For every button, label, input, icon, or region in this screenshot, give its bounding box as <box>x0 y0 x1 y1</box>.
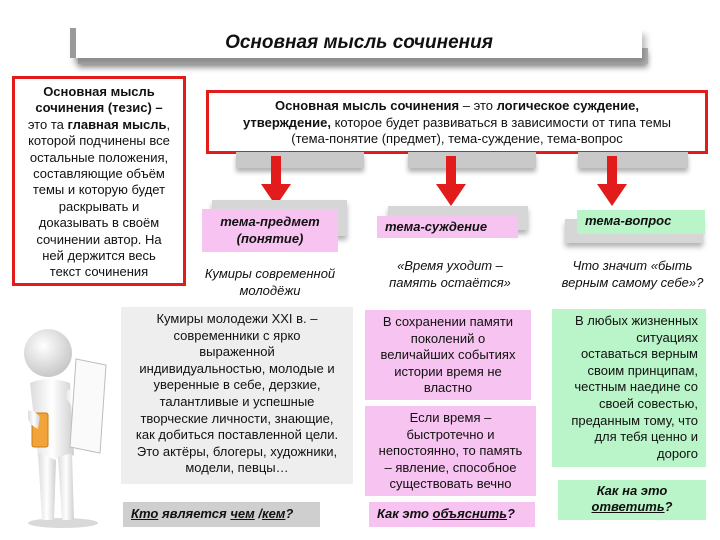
definition-line-2: утверждение, которое будет развиваться в… <box>243 114 671 130</box>
connector-bar <box>408 152 536 168</box>
thesis-line: которой подчинены все <box>28 133 170 149</box>
down-arrow-icon <box>261 156 291 206</box>
thesis-line: сочинении автор. На <box>36 231 162 247</box>
question-how-answer: Как на это ответить? <box>558 480 706 520</box>
example-subject: Кумиры современной молодёжи <box>204 266 336 298</box>
thesis-line: текст сочинения <box>49 264 149 280</box>
topic-subject: тема-предмет (понятие) <box>202 209 338 252</box>
definition-line-1: Основная мысль сочинения – это логическо… <box>275 98 639 113</box>
definition-box: Основная мысль сочинения – это логическо… <box>206 90 708 154</box>
question-who: Кто является чем /кем? <box>123 502 320 527</box>
thesis-line: это та главная мысль, <box>27 116 171 132</box>
thesis-line: составляющие объём <box>33 166 165 182</box>
down-arrow-icon <box>436 156 466 206</box>
thesis-line: ней держится весь <box>42 248 156 264</box>
down-arrow-icon <box>597 156 627 206</box>
thesis-box: Основная мысль сочинения (тезис) – это т… <box>12 76 186 286</box>
topic-judgment: тема-суждение <box>377 216 518 238</box>
connector-bar <box>578 152 688 168</box>
thesis-line: раскрывать и <box>58 198 140 214</box>
thinking-person-with-paper-icon <box>24 329 107 528</box>
example-question: Что значит «быть верным самому себе»? <box>561 258 704 290</box>
title-bar: Основная мысль сочинения <box>70 28 642 58</box>
definition-line-3: (тема-понятие (предмет), тема-суждение, … <box>291 131 623 146</box>
panel-idols: Кумиры молодежи XXI в. –современники с я… <box>121 307 353 484</box>
thesis-line: темы и которую будет <box>32 182 166 198</box>
connector-bar <box>236 152 364 168</box>
thesis-line: доказывать в своём <box>38 215 160 231</box>
topic-question: тема-вопрос <box>577 210 705 234</box>
thesis-line: сочинения (тезис) – <box>35 100 163 116</box>
question-how-explain: Как это объяснить? <box>369 502 535 527</box>
thesis-line: остальные положения, <box>29 149 169 165</box>
page-title: Основная мысль сочинения <box>225 32 493 53</box>
thesis-line: Основная мысль <box>43 84 155 99</box>
example-judgment: «Время уходит – память остаётся» <box>389 258 511 290</box>
